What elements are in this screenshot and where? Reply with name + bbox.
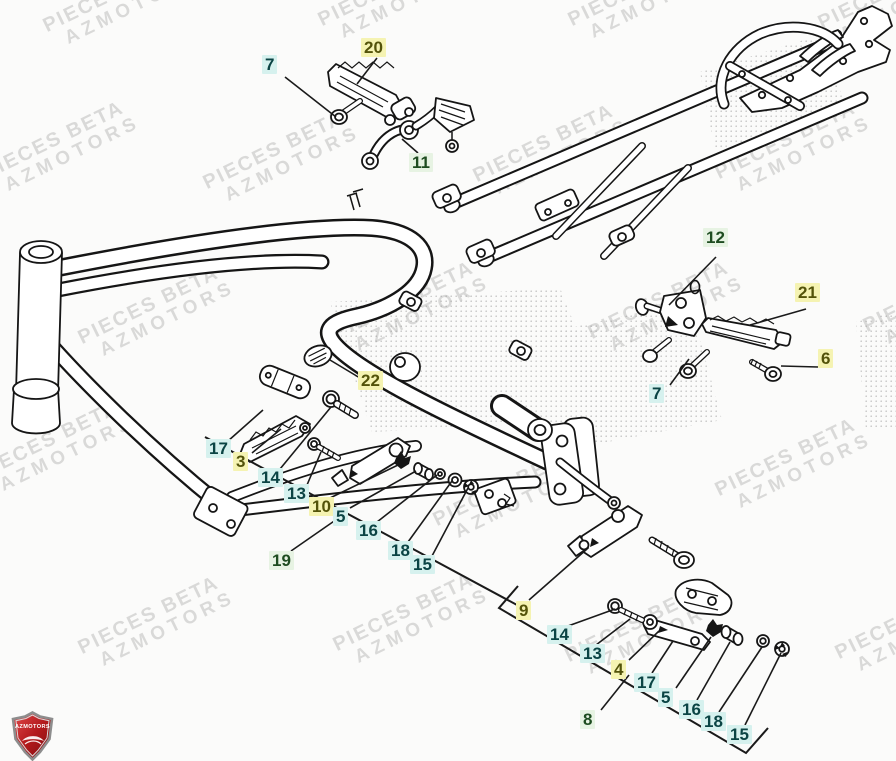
washers-16-18-front — [434, 468, 463, 488]
part-label-13: 13 — [284, 484, 309, 503]
swingarm-pivot-area — [193, 188, 621, 537]
screw-14-front — [322, 390, 359, 419]
part-label-4: 4 — [611, 660, 627, 679]
leader-line-12 — [668, 256, 717, 306]
part-label-15: 15 — [410, 555, 435, 574]
leader-line-19 — [290, 516, 341, 552]
leader-line-14 — [567, 608, 616, 627]
rider-footpeg-3 — [239, 415, 311, 463]
part-label-10: 10 — [309, 497, 334, 516]
leader-line-15 — [431, 487, 469, 557]
leader-line-11 — [401, 138, 419, 154]
pin-bracket-12 — [634, 279, 707, 337]
leader-line-7 — [669, 358, 690, 386]
part-label-18: 18 — [701, 712, 726, 731]
part-label-7: 7 — [649, 384, 665, 403]
logo-text: AZMOTORS — [15, 724, 50, 730]
leader-line-15 — [744, 652, 782, 726]
part-label-15: 15 — [727, 725, 752, 744]
steering-head-tube — [11, 240, 63, 435]
part-label-12: 12 — [703, 228, 728, 247]
group-bracket-2 — [497, 585, 769, 755]
part-label-22: 22 — [358, 371, 383, 390]
part-label-13: 13 — [580, 644, 605, 663]
azmotors-logo: AZMOTORS — [11, 711, 54, 761]
footpeg-rubber-4 — [674, 578, 733, 616]
screw-14-rear — [607, 598, 645, 623]
part-label-6: 6 — [818, 349, 834, 368]
leader-line-7 — [284, 76, 337, 118]
leader-line-18 — [718, 646, 763, 713]
leader-line-21 — [749, 308, 807, 326]
bracket-11 — [361, 97, 475, 170]
part-label-16: 16 — [356, 521, 381, 540]
part-label-9: 9 — [516, 601, 532, 620]
bushing-5-front — [413, 462, 434, 481]
part-label-8: 8 — [580, 710, 596, 729]
bushing-5-rear — [720, 625, 744, 646]
hanger-bracket-9 — [567, 505, 643, 558]
leader-line-6 — [780, 365, 819, 368]
leader-line-5 — [675, 636, 712, 689]
part-label-17: 17 — [634, 673, 659, 692]
leader-line-20 — [356, 57, 378, 85]
part-label-5: 5 — [333, 507, 349, 526]
part-label-16: 16 — [679, 700, 704, 719]
passenger-footpeg-21 — [701, 315, 792, 350]
leader-line-3 — [251, 428, 282, 454]
footpeg-hanger-front — [331, 437, 411, 487]
leader-line-22 — [329, 359, 361, 379]
front-footpeg-20 — [327, 61, 417, 126]
leader-line-16 — [376, 474, 438, 523]
spring-rear — [706, 619, 723, 637]
leader-line-16 — [696, 641, 731, 701]
spring-10 — [394, 451, 411, 469]
leader-line-17 — [227, 409, 264, 442]
footpeg-hanger-4 — [642, 614, 711, 651]
washer-18-rear — [756, 634, 770, 648]
part-label-19: 19 — [269, 551, 294, 570]
leader-line-10 — [329, 464, 399, 499]
part-label-7: 7 — [262, 55, 278, 74]
part-label-21: 21 — [795, 283, 820, 302]
part-label-14: 14 — [547, 625, 572, 644]
part-label-20: 20 — [361, 38, 386, 57]
leader-line-8 — [600, 674, 630, 711]
footpeg-rubber-17 — [258, 364, 312, 400]
emblem-plate — [303, 344, 333, 368]
bolt-7-front — [330, 98, 363, 125]
leader-line-5 — [349, 470, 417, 509]
part-label-3: 3 — [233, 452, 249, 471]
leader-line-9 — [528, 548, 588, 601]
leader-line-13 — [306, 451, 322, 486]
part-label-11: 11 — [409, 153, 433, 172]
leader-lines — [204, 57, 819, 755]
leader-line-14 — [279, 406, 332, 470]
rear-fender-plate — [739, 5, 893, 113]
screw-13-front — [307, 437, 341, 461]
screw-6 — [749, 358, 782, 382]
bolts-7-rear — [642, 337, 710, 379]
part-label-17: 17 — [206, 439, 231, 458]
part-label-18: 18 — [388, 541, 413, 560]
leader-line-13 — [595, 618, 631, 646]
subframe — [398, 5, 893, 361]
leader-line-18 — [407, 480, 453, 543]
mount-tab — [398, 183, 636, 361]
cradle-foot-bracket — [193, 486, 249, 537]
countersunk-screw-9 — [648, 536, 695, 569]
part-label-5: 5 — [658, 688, 674, 707]
leader-line-4 — [628, 630, 660, 661]
nut-15-rear — [774, 641, 790, 657]
part-label-14: 14 — [258, 468, 283, 487]
leader-line-17 — [651, 640, 674, 674]
